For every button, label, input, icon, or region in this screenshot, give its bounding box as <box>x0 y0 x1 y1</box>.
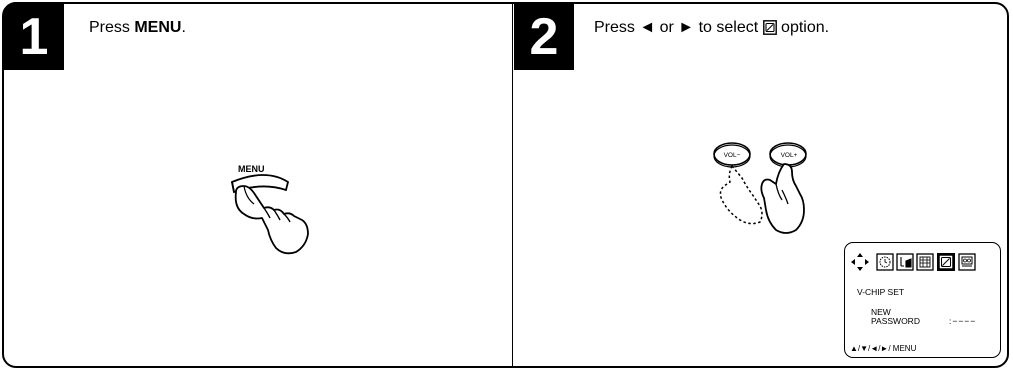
step-2-text-after: option. <box>777 19 829 36</box>
caption-icon <box>959 254 975 270</box>
pressing-hand-icon <box>236 186 308 253</box>
step-1-text-before: Press <box>89 19 134 36</box>
osd-password-value: :−−−− <box>949 316 976 326</box>
step-1-number: 1 <box>4 2 64 70</box>
panel-divider <box>512 4 513 368</box>
step-2-number: 2 <box>514 2 574 70</box>
sound-icon <box>897 254 913 270</box>
vchip-icon <box>763 20 777 35</box>
menu-button-illustration: MENU <box>222 156 322 266</box>
pressing-hand-icon <box>761 164 804 233</box>
clock-icon <box>877 254 893 270</box>
step-1-instruction: Press MENU. <box>89 18 186 38</box>
step-1-bold-text: MENU <box>134 19 181 36</box>
menu-button-label: MENU <box>238 164 265 174</box>
dotted-hand-icon <box>720 166 762 224</box>
step-1-text-after: . <box>181 19 185 36</box>
vol-minus-label: VOL− <box>724 152 741 159</box>
direction-arrows-icon <box>851 253 869 271</box>
osd-title: V-CHIP SET <box>857 287 904 297</box>
osd-field-label-line2: PASSWORD <box>871 316 920 326</box>
setup-icon <box>917 254 933 270</box>
osd-screen: V-CHIP SET NEW PASSWORD :−−−− ▲/▼/◄/►/ M… <box>844 242 1001 358</box>
vchip-icon <box>937 253 955 271</box>
step-2-instruction: Press ◄ or ► to select option. <box>594 18 829 38</box>
vol-plus-label: VOL+ <box>781 152 798 159</box>
osd-menu-bar <box>851 251 997 273</box>
step-2-text-before: Press ◄ or ► to select <box>594 19 763 36</box>
volume-buttons-illustration: VOL− VOL+ <box>712 138 816 238</box>
osd-nav-hint: ▲/▼/◄/►/ MENU <box>850 344 916 354</box>
